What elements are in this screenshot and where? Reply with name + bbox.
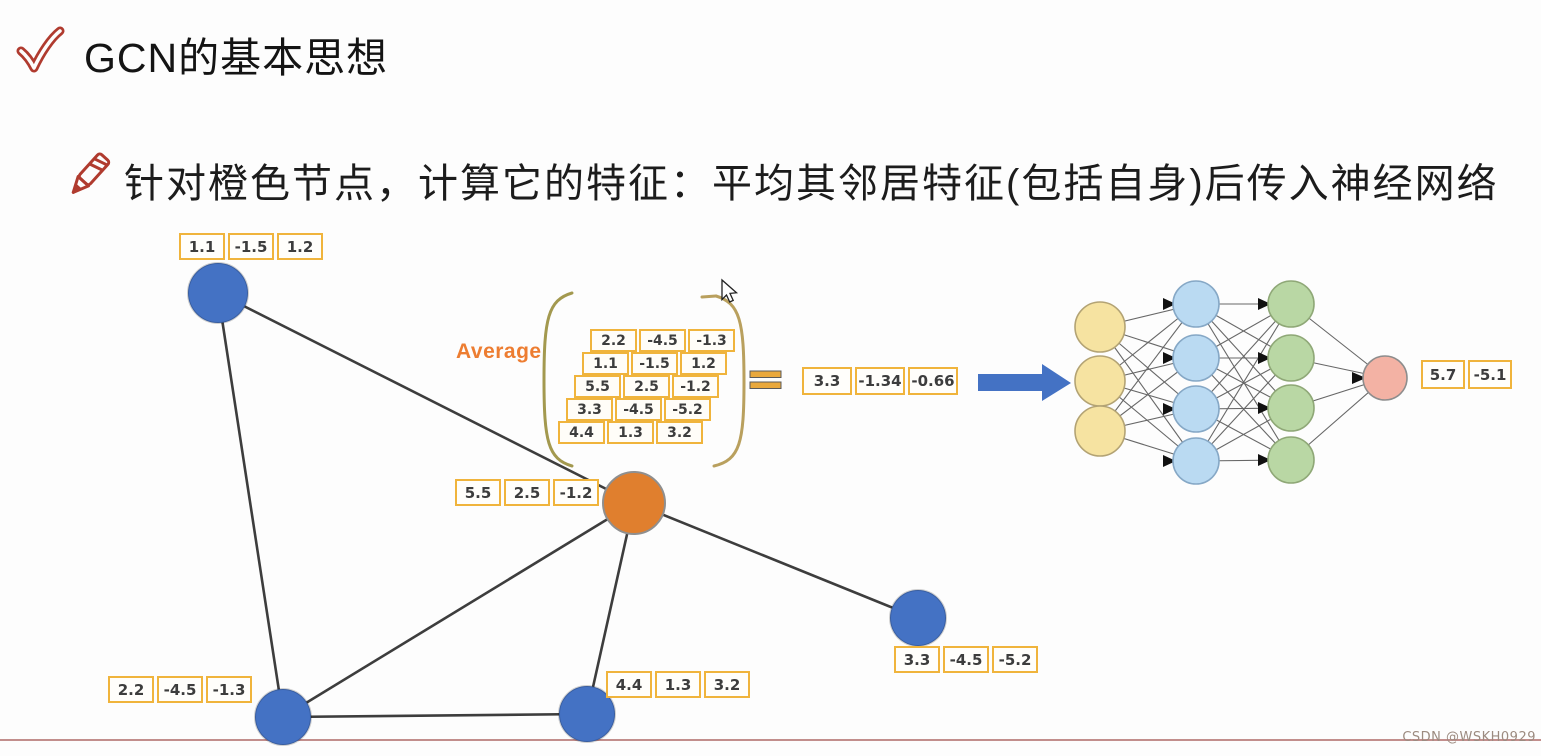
vector-cell: -1.5 — [228, 233, 274, 260]
bullet-text: 针对橙色节点，计算它的特征：平均其邻居特征(包括自身)后传入神经网络 — [124, 162, 1499, 206]
nn-input-layer — [1074, 301, 1126, 457]
vector-cell: 1.2 — [277, 233, 323, 260]
equals-icon — [749, 370, 782, 389]
graph-node-top-left — [187, 262, 249, 324]
feature-vector-orange-node: 5.5 2.5 -1.2 — [455, 479, 599, 506]
vector-cell: 2.5 — [504, 479, 550, 506]
vector-cell: 3.2 — [704, 671, 750, 698]
feature-vector-right: 3.3 -4.5 -5.2 — [894, 646, 1038, 673]
vector-cell: 4.4 — [606, 671, 652, 698]
matrix-cell: 2.2 — [590, 329, 637, 352]
nn-arrowheads — [1163, 298, 1366, 467]
nn-output-node — [1362, 355, 1408, 401]
graph-node-orange-target — [602, 471, 666, 535]
vector-cell: -0.66 — [908, 367, 958, 395]
nn-edges — [1099, 303, 1386, 462]
avg-matrix-row-1: 2.2 -4.5 -1.3 — [590, 329, 735, 352]
feature-vector-bottom-middle: 4.4 1.3 3.2 — [606, 671, 750, 698]
result-vector: 3.3 -1.34 -0.66 — [802, 367, 958, 395]
vector-cell: 3.3 — [802, 367, 852, 395]
bottom-divider-line — [0, 739, 1541, 741]
vector-cell: -1.3 — [206, 676, 252, 703]
vector-cell: 5.7 — [1421, 360, 1465, 389]
matrix-cell: 1.1 — [582, 352, 629, 375]
matrix-cell: 2.5 — [623, 375, 670, 398]
vector-cell: 1.1 — [179, 233, 225, 260]
matrix-cell: -4.5 — [615, 398, 662, 421]
feature-vector-top-left: 1.1 -1.5 1.2 — [179, 233, 323, 260]
output-vector: 5.7 -5.1 — [1421, 360, 1512, 389]
graph-node-bottom-middle — [558, 685, 616, 743]
matrix-cell: 1.2 — [680, 352, 727, 375]
matrix-cell: 5.5 — [574, 375, 621, 398]
matrix-cell: 1.3 — [607, 421, 654, 444]
vector-cell: -4.5 — [943, 646, 989, 673]
vector-cell: -1.34 — [855, 367, 905, 395]
avg-matrix-row-5: 4.4 1.3 3.2 — [558, 421, 703, 444]
matrix-cell: 3.3 — [566, 398, 613, 421]
vector-cell: 2.2 — [108, 676, 154, 703]
avg-matrix-row-4: 3.3 -4.5 -5.2 — [566, 398, 711, 421]
left-parenthesis — [542, 291, 574, 468]
blue-right-arrow-icon — [978, 364, 1071, 401]
matrix-cell: -1.3 — [688, 329, 735, 352]
nn-hidden-layer-1 — [1172, 280, 1220, 485]
matrix-cell: -1.5 — [631, 352, 678, 375]
average-label: Average — [456, 340, 542, 363]
graph-edges — [216, 291, 919, 719]
vector-cell: -5.2 — [992, 646, 1038, 673]
page-title: GCN的基本思想 — [84, 35, 389, 81]
matrix-cell: -1.2 — [672, 375, 719, 398]
avg-matrix-row-2: 1.1 -1.5 1.2 — [582, 352, 727, 375]
matrix-cell: -4.5 — [639, 329, 686, 352]
vector-cell: -1.2 — [553, 479, 599, 506]
vector-cell: 5.5 — [455, 479, 501, 506]
vector-cell: -4.5 — [157, 676, 203, 703]
matrix-cell: 4.4 — [558, 421, 605, 444]
feature-vector-bottom-left: 2.2 -4.5 -1.3 — [108, 676, 252, 703]
mouse-cursor-icon — [721, 278, 739, 303]
watermark: CSDN @WSKH0929 — [1402, 730, 1536, 745]
matrix-cell: 3.2 — [656, 421, 703, 444]
double-checkmark-icon — [16, 26, 65, 73]
matrix-cell: -5.2 — [664, 398, 711, 421]
pencil-icon — [71, 152, 111, 194]
right-parenthesis — [712, 294, 746, 468]
nn-hidden-layer-2 — [1267, 280, 1315, 484]
vector-cell: 3.3 — [894, 646, 940, 673]
avg-matrix-row-3: 5.5 2.5 -1.2 — [574, 375, 719, 398]
vector-cell: -5.1 — [1468, 360, 1512, 389]
graph-node-bottom-left — [254, 688, 312, 746]
vector-cell: 1.3 — [655, 671, 701, 698]
graph-node-right — [889, 589, 947, 647]
right-parenthesis-tip — [700, 294, 718, 299]
